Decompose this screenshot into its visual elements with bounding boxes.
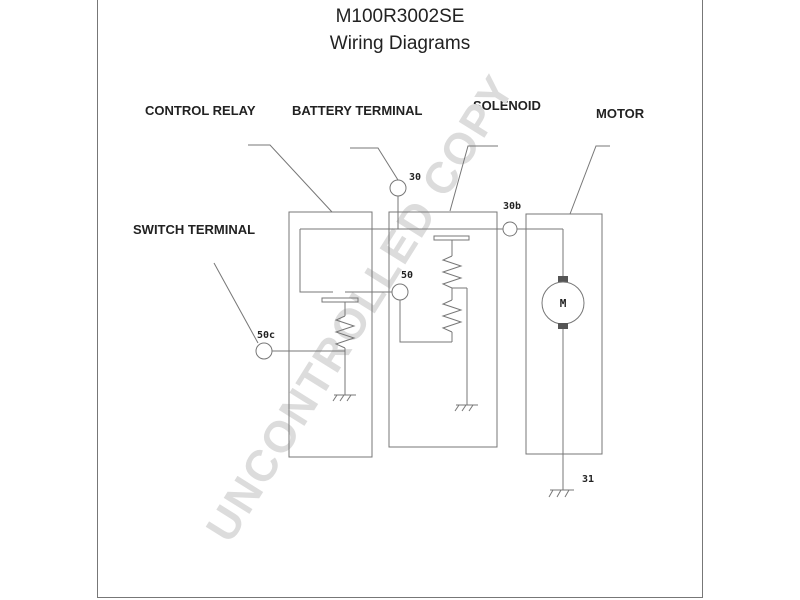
relay-ground-2 [332, 394, 338, 402]
terminal-31-label: 31 [582, 474, 594, 485]
motor-leader [569, 145, 610, 215]
wire-50-return [399, 300, 452, 343]
control-relay-box [288, 211, 373, 458]
motor-ground-4 [564, 489, 570, 498]
relay-contact-bar [321, 297, 359, 303]
diagram-subtitle: Wiring Diagrams [329, 33, 471, 54]
switch-terminal-leader [213, 262, 259, 344]
solenoid-coil-upper [441, 255, 463, 289]
relay-coil [334, 315, 356, 349]
solenoid-ground-4 [468, 404, 474, 412]
switch-terminal-label: SWITCH TERMINAL [133, 222, 256, 237]
terminal-30-circle [389, 179, 407, 197]
diagram-frame [97, 0, 703, 598]
control-relay-leader [248, 144, 333, 213]
terminal-50c-label: 50c [257, 330, 275, 341]
solenoid-contact-bar [433, 235, 470, 241]
motor-brush-top [558, 276, 568, 282]
battery-terminal-label: BATTERY TERMINAL [292, 103, 423, 118]
watermark-text: UNCONTROLLED COPY [197, 66, 525, 550]
terminal-30-label: 30 [409, 172, 421, 183]
relay-ground-4 [346, 394, 352, 402]
solenoid-leader [449, 145, 498, 212]
motor-brush-bottom [558, 323, 568, 329]
terminal-30b-circle [502, 221, 518, 237]
solenoid-coil-lower [441, 299, 463, 333]
solenoid-box [388, 211, 498, 448]
relay-ground-3 [339, 394, 345, 402]
motor-label: MOTOR [596, 106, 645, 121]
control-relay-label: CONTROL RELAY [145, 103, 256, 118]
motor-symbol: M [560, 297, 567, 310]
battery-terminal-leader [350, 147, 399, 181]
motor-ground-3 [556, 489, 562, 498]
wire-relay-left [299, 229, 322, 293]
diagram-title: M100R3002SE [335, 6, 465, 27]
terminal-30b-label: 30b [503, 201, 521, 212]
solenoid-label: SOLENOID [473, 98, 541, 113]
solenoid-ground-2 [454, 404, 460, 412]
terminal-50c-circle [255, 342, 273, 360]
terminal-50-label: 50 [401, 270, 413, 281]
solenoid-ground-3 [461, 404, 467, 412]
motor-box [525, 213, 603, 455]
motor-ground-2 [548, 489, 554, 498]
